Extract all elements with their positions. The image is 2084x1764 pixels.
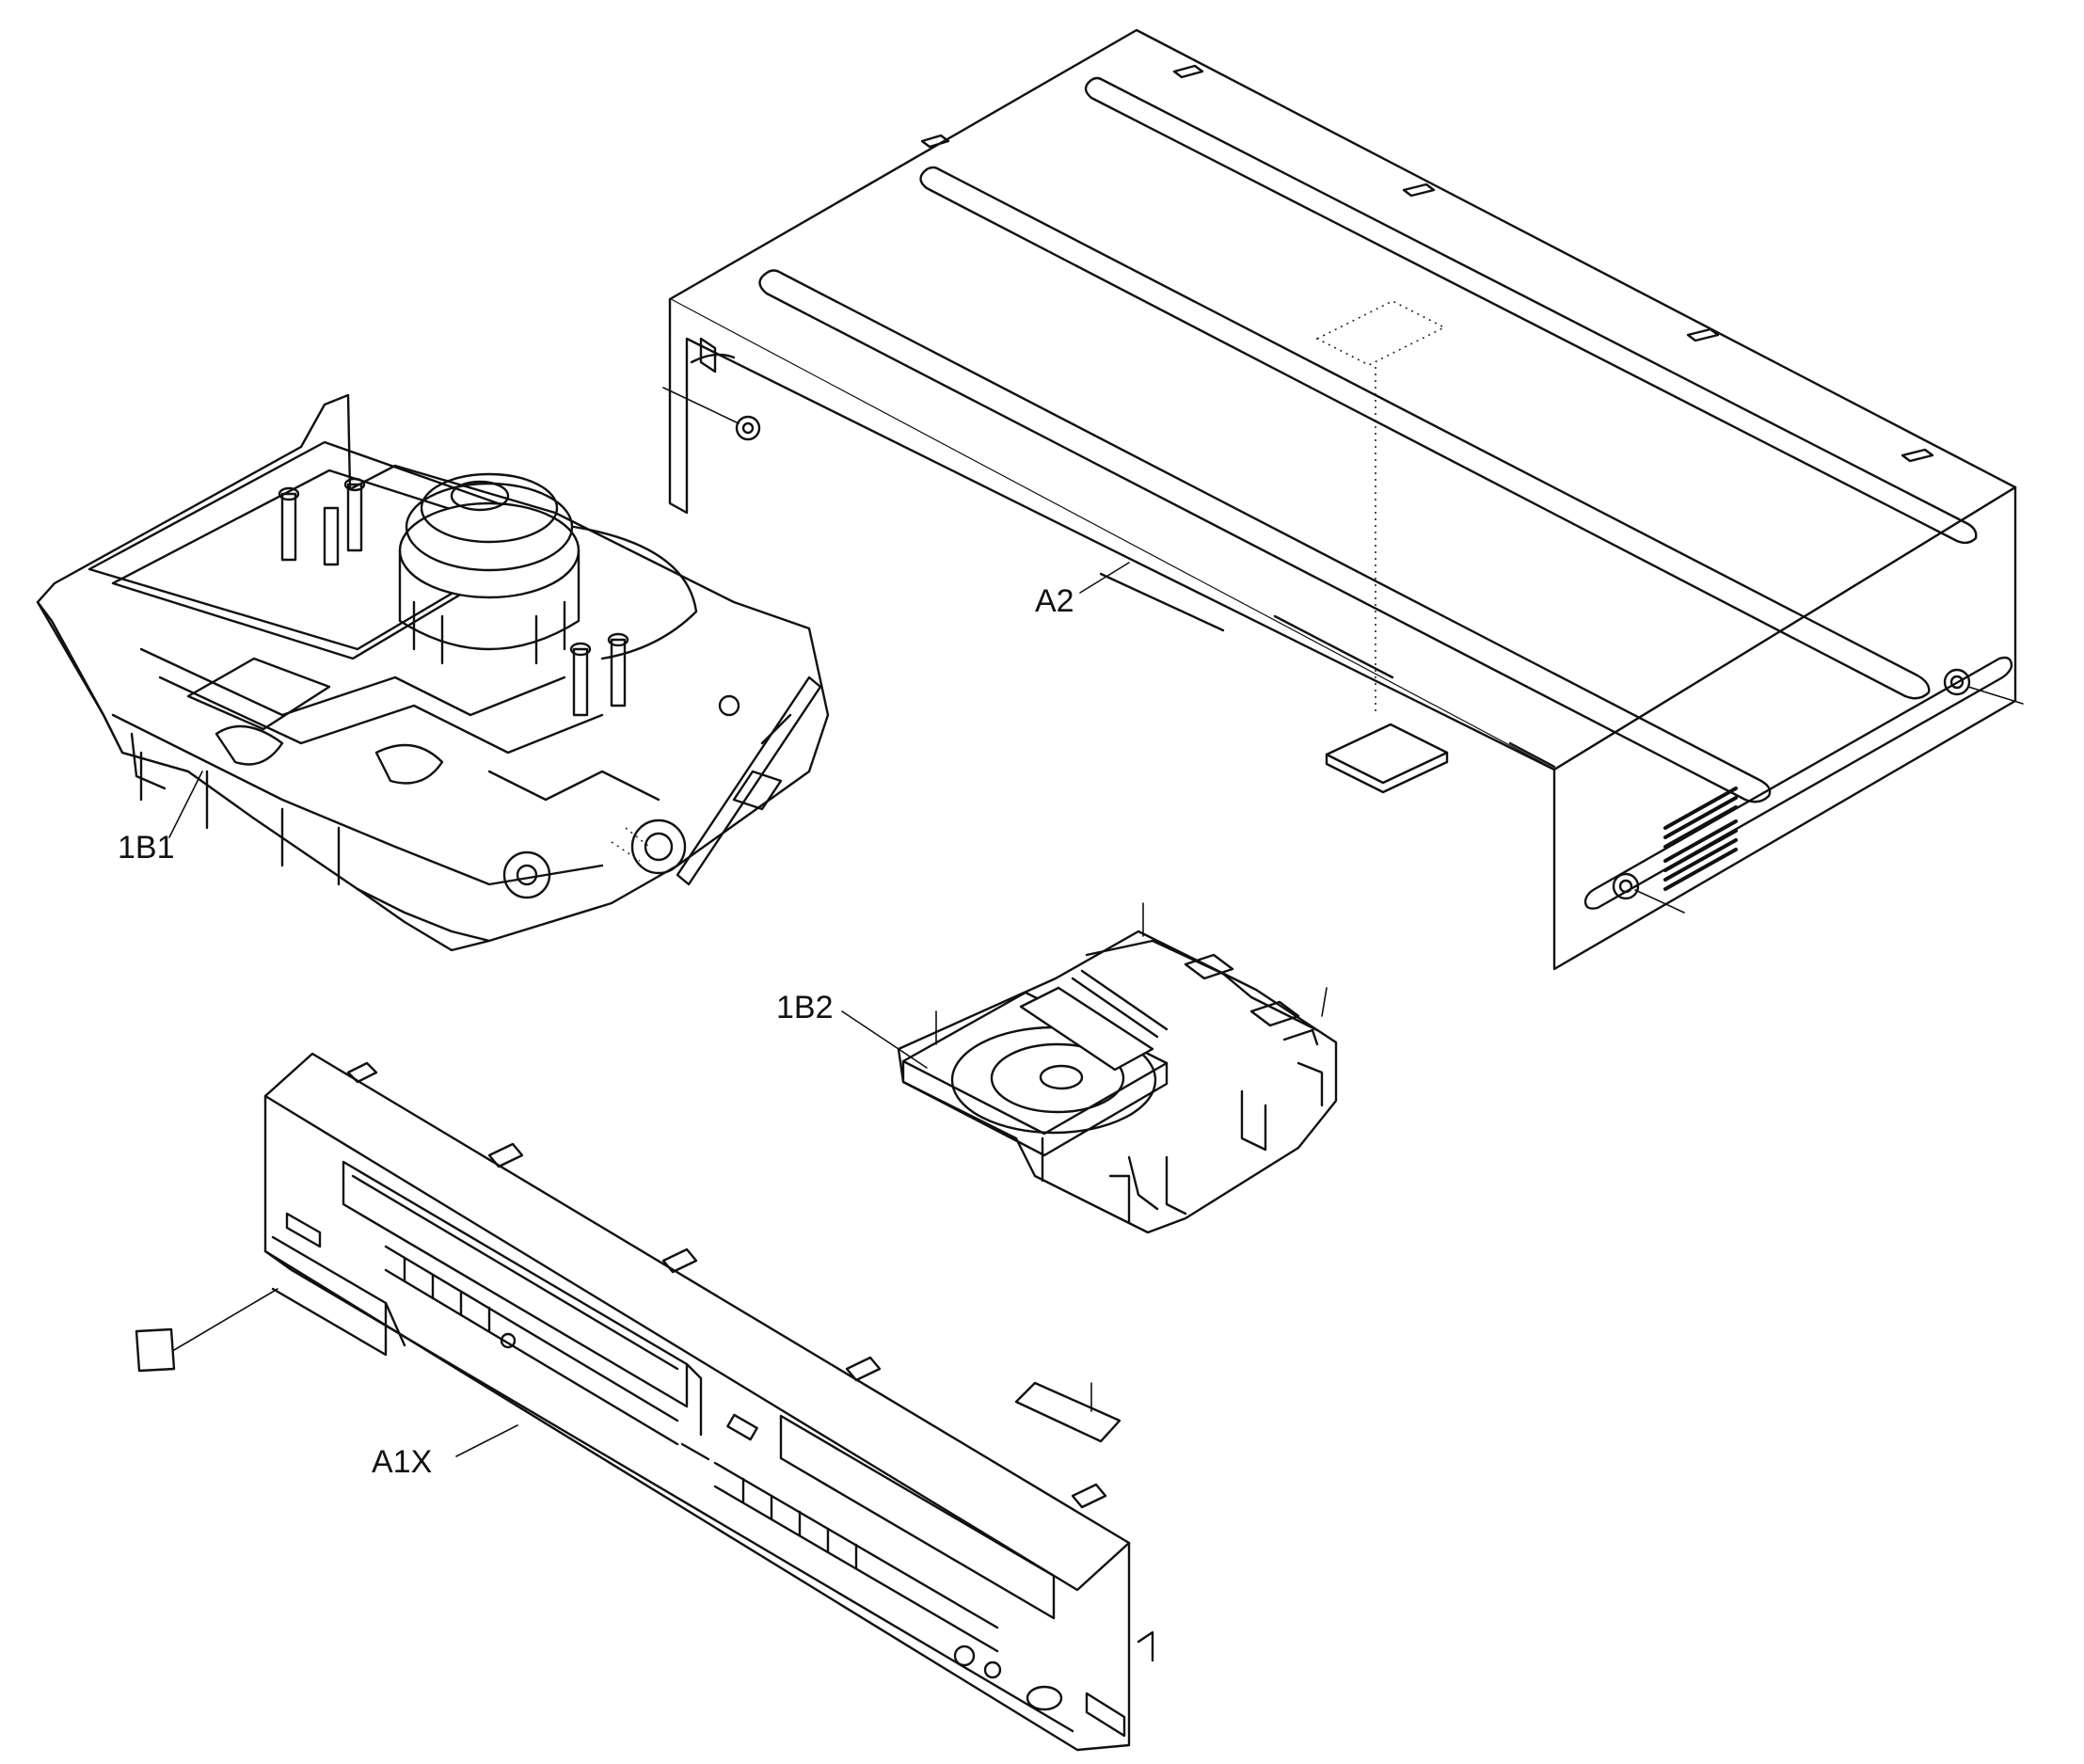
dvd-loader-1b2	[897, 902, 1338, 1234]
callout-1b1: 1B1	[118, 771, 203, 866]
callout-a2: A2	[1035, 562, 1130, 619]
front-panel-a1x	[135, 1052, 1154, 1752]
label-a1x: A1X	[372, 1444, 432, 1480]
label-1b2: 1B2	[776, 990, 834, 1025]
vcr-mechanism-1b1	[36, 393, 830, 952]
callout-1b2: 1B2	[776, 990, 928, 1069]
top-cover-a2	[662, 28, 2024, 971]
label-a2: A2	[1035, 583, 1074, 619]
callout-a1x: A1X	[372, 1424, 518, 1480]
label-1b1: 1B1	[118, 830, 175, 866]
